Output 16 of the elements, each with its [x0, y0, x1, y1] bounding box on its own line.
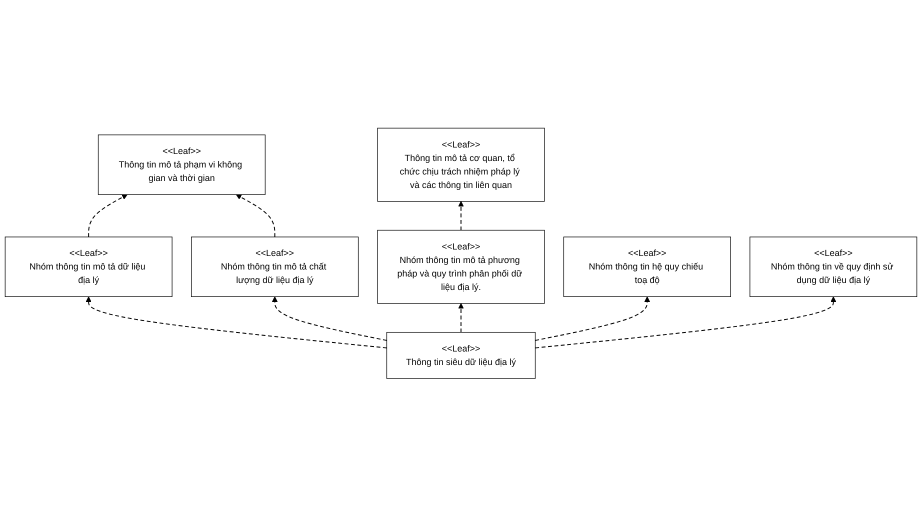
node-box: <<Leaf>> Nhóm thông tin hệ quy chiếu toạ độ [563, 236, 731, 298]
node-box: <<Leaf>> Thông tin mô tả cơ quan, tổ chức chịu trách nhiệm pháp lý và các thông tin liên quan [377, 128, 545, 202]
node-box: <<Leaf>> Nhóm thông tin về quy định sử dụng dữ liệu địa lý [750, 236, 918, 298]
arrow [272, 296, 388, 342]
node-box: <<Leaf>> Nhóm thông tin mô tả dữ liệu địa lý [4, 236, 172, 298]
arrow [88, 194, 128, 238]
node-box: <<Leaf>> Thông tin siêu dữ liệu địa lý [386, 332, 536, 379]
arrow [534, 296, 836, 349]
arrow [458, 201, 464, 231]
arrow [236, 194, 276, 238]
node-box: <<Leaf>> Nhóm thông tin mô tả phương pháp và quy trình phân phối dữ liệu địa lý. [377, 230, 545, 304]
arrow [458, 303, 464, 333]
node-box: <<Leaf>> Thông tin mô tả phạm vi không gian và thời gian [98, 134, 266, 196]
arrow [534, 296, 650, 342]
node-box: <<Leaf>> Nhóm thông tin mô tả chất lượng dữ liệu địa lý [191, 236, 359, 298]
arrow [86, 296, 388, 349]
